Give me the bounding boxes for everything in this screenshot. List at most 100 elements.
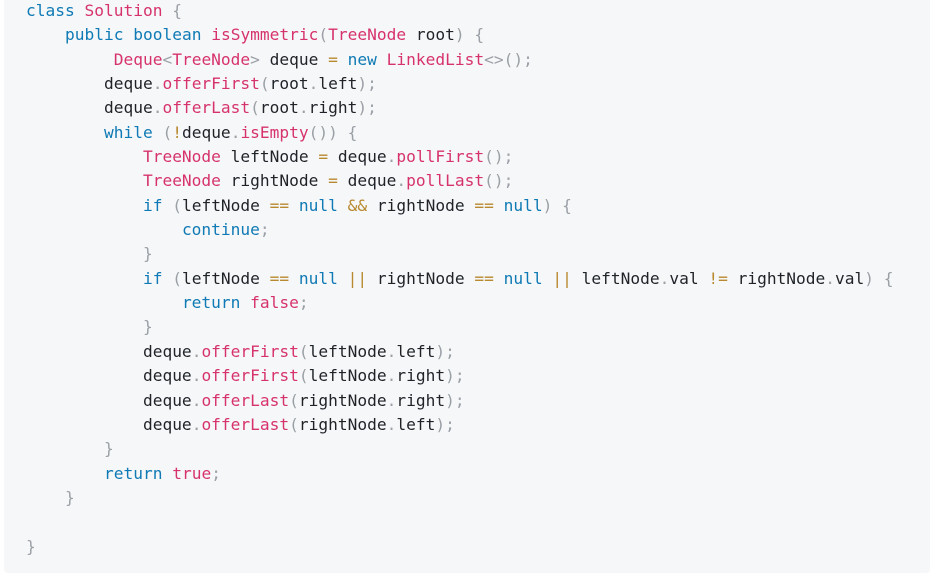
code-token-ws [465,269,475,288]
code-token-punc: . [386,341,397,361]
code-token-punc: ( [259,74,270,94]
code-token-type: TreeNode [142,171,221,191]
code-line: deque.offerFirst(leftNode.left); [26,340,894,364]
code-token-punc: ; [211,463,221,483]
code-token-punc: ()) [308,122,338,142]
code-token-ws [728,269,738,288]
code-token-punc: ); [435,341,455,361]
code-token-ws [260,50,270,69]
code-token-punc: ) [542,195,553,215]
code-token-punc: . [152,74,163,94]
code-token-op: = [318,147,329,167]
code-token-ws [338,50,348,69]
code-token-id: leftNode [181,268,260,288]
code-token-op: ! [172,122,182,142]
code-token-id: right [396,390,446,410]
code-token-op: || [552,268,572,288]
code-line: public boolean isSymmetric(TreeNode root… [26,23,894,47]
code-token-kw: null [298,268,338,288]
code-token-punc: . [386,147,397,167]
code-token-op: != [708,268,728,288]
code-token-lit: false [250,293,299,313]
code-token-punc: ); [357,74,377,94]
code-token-ws [26,98,104,117]
code-token-id: right [396,366,446,386]
code-token-op: || [347,268,368,288]
code-token-punc: ); [357,98,377,118]
code-token-id: val [669,268,699,288]
code-token-id: val [835,268,865,288]
code-token-ws [153,123,163,142]
code-token-id: deque [269,49,319,69]
code-token-type: Deque [113,49,163,69]
code-token-ws [162,1,172,20]
code-token-ws [406,25,416,44]
code-token-ws [26,269,143,288]
code-token-kw: boolean [133,25,202,45]
code-line: if (leftNode == null && rightNode == nul… [26,194,894,218]
code-token-id: leftNode [308,341,387,361]
code-token-ws [318,171,328,190]
code-token-id: deque [142,366,192,386]
code-token-kw: class [26,1,75,20]
code-token-ws [26,171,143,190]
code-token-kw: public [64,25,124,45]
code-token-ws [874,269,884,288]
code-token-type: TreeNode [328,25,407,45]
code-token-ws [26,196,143,215]
code-token-ws [26,293,182,312]
code-line: } [26,242,894,266]
code-token-punc: ( [298,341,309,361]
code-token-ws [240,293,250,312]
code-token-fn: offerLast [201,414,290,434]
code-token-punc: < [162,49,173,69]
code-token-ws [26,488,65,507]
code-token-id: rightNode [298,414,387,434]
code-token-punc: . [825,268,836,288]
code-token-op: == [474,195,494,215]
code-token-punc: ( [289,414,299,434]
code-token-punc: . [191,390,202,410]
code-token-lit: true [172,463,212,483]
code-token-op: && [347,195,368,215]
code-token-punc: ( [250,98,260,118]
code-token-punc: } [103,439,114,459]
code-token-punc: . [152,98,163,118]
code-token-type: TreeNode [142,147,221,167]
code-token-ws [26,244,143,263]
code-token-kw: continue [181,220,260,240]
code-token-id: deque [337,147,387,167]
code-token-kw: new [347,49,377,69]
code-token-ws [338,123,348,142]
code-token-id: rightNode [230,171,319,191]
code-token-ws [26,25,65,44]
code-token-ws [309,147,319,166]
code-token-id: deque [347,171,397,191]
code-token-op: == [474,268,494,288]
code-token-kw: if [142,268,163,288]
code-token-id: root [269,74,309,94]
code-token-punc: . [308,74,319,94]
code-token-id: leftNode [308,366,387,386]
code-token-ws [494,269,504,288]
code-token-punc: . [386,414,397,434]
code-token-punc: . [191,341,202,361]
code-token-punc: } [26,536,36,556]
code-token-punc: } [142,244,153,264]
code-token-punc: ; [259,220,270,240]
code-token-id: leftNode [181,195,260,215]
code-token-ws [26,342,143,361]
code-token-punc: ) [864,268,875,288]
code-token-punc: ( [298,366,309,386]
code-token-ws [162,464,172,483]
code-token-ws [26,317,143,336]
code-line: TreeNode rightNode = deque.pollLast(); [26,169,894,193]
code-token-ws [162,196,172,215]
code-token-punc: . [659,268,670,288]
code-token-ws [328,147,338,166]
code-token-ws [338,171,348,190]
code-token-ws [26,439,104,458]
code-token-punc: ; [298,293,309,313]
code-token-ws [465,25,475,44]
code-token-punc: ( [289,390,299,410]
